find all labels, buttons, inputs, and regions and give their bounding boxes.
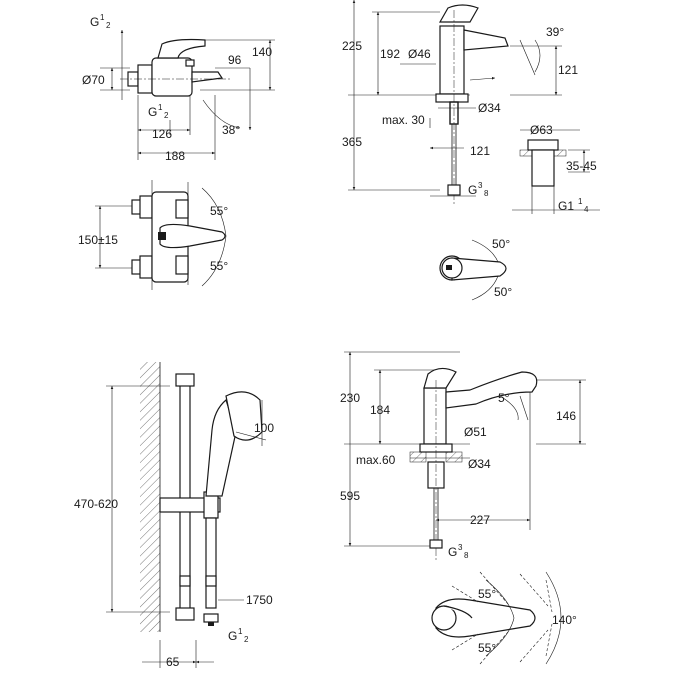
bath-spout-depth-label: 96 bbox=[228, 53, 242, 67]
svg-text:4: 4 bbox=[584, 205, 589, 214]
svg-text:1: 1 bbox=[158, 103, 163, 112]
bath-mixer-front-view: 150±15 55° 55° bbox=[78, 180, 228, 290]
svg-text:1: 1 bbox=[100, 13, 105, 22]
basin-spout-height-label: 121 bbox=[558, 63, 578, 77]
bath-rot-down-label: 55° bbox=[210, 259, 228, 273]
bath-centers-label: 126 bbox=[152, 127, 172, 141]
sink-body-height-label: 184 bbox=[370, 403, 390, 417]
sink-rot-down-label: 55° bbox=[478, 641, 496, 655]
bath-rot-up-label: 55° bbox=[210, 204, 228, 218]
bath-thread-in-label: G bbox=[90, 15, 99, 29]
basin-rot-down-label: 50° bbox=[494, 285, 512, 299]
bath-spacing-label: 150±15 bbox=[78, 233, 118, 247]
basin-hose-length-label: 365 bbox=[342, 135, 362, 149]
basin-angle-label: 39° bbox=[546, 25, 564, 39]
basin-hole-dia-label: Ø34 bbox=[478, 101, 501, 115]
waste-thread-label: G1 bbox=[558, 199, 574, 213]
bath-height-label: 140 bbox=[252, 45, 272, 59]
bath-angle-label: 38° bbox=[222, 123, 240, 137]
svg-text:8: 8 bbox=[484, 189, 489, 198]
sink-swivel-label: 140° bbox=[552, 613, 577, 627]
svg-text:1: 1 bbox=[238, 627, 243, 636]
svg-text:2: 2 bbox=[244, 635, 249, 644]
sink-total-height-label: 230 bbox=[340, 391, 360, 405]
head-dia-label: 100 bbox=[254, 421, 274, 435]
sink-angle-label: 5° bbox=[498, 391, 510, 405]
waste-dia-label: Ø63 bbox=[530, 123, 553, 137]
basin-spout-reach-label: 121 bbox=[470, 144, 490, 158]
bath-mixer-side-view: G 1 2 Ø70 G 1 2 140 96 38° 126 188 bbox=[82, 13, 275, 163]
basin-mixer-top-view: 50° 50° bbox=[439, 237, 512, 301]
basin-waste-detail: Ø63 35-45 G1 1 4 bbox=[512, 123, 600, 214]
sink-hose-thread-label: G bbox=[448, 545, 457, 559]
bath-dia-label: Ø70 bbox=[82, 73, 105, 87]
svg-text:8: 8 bbox=[464, 551, 469, 560]
basin-mixer-side-view: 225 192 Ø46 39° 121 Ø34 max. 30 365 121 … bbox=[342, 0, 578, 205]
basin-hose-thread-label: G bbox=[468, 183, 477, 197]
basin-total-height-label: 225 bbox=[342, 39, 362, 53]
sink-hole-dia-label: Ø34 bbox=[468, 457, 491, 471]
basin-body-height-label: 192 bbox=[380, 47, 400, 61]
svg-text:2: 2 bbox=[164, 111, 169, 120]
sink-spout-height-label: 146 bbox=[556, 409, 576, 423]
rail-range-label: 470-620 bbox=[74, 497, 118, 511]
sink-max-deck-label: max.60 bbox=[356, 453, 396, 467]
sink-spout-reach-label: 227 bbox=[470, 513, 490, 527]
rail-thread-label: G bbox=[228, 629, 237, 643]
svg-text:2: 2 bbox=[106, 21, 111, 30]
basin-rot-up-label: 50° bbox=[492, 237, 510, 251]
basin-max-deck-label: max. 30 bbox=[382, 113, 425, 127]
sink-mixer-side-view: 230 184 5° 146 Ø51 Ø34 max.60 595 227 G … bbox=[340, 351, 586, 560]
waste-range-label: 35-45 bbox=[566, 159, 597, 173]
shower-rail-set: 470-620 100 1750 G 1 2 65 bbox=[74, 362, 274, 669]
wall-dist-label: 65 bbox=[166, 655, 180, 669]
svg-text:3: 3 bbox=[478, 181, 483, 190]
bath-thread-out-label: G bbox=[148, 105, 157, 119]
svg-text:1: 1 bbox=[578, 197, 583, 206]
sink-mixer-top-view: 55° 55° 140° bbox=[431, 571, 577, 665]
bath-depth-label: 188 bbox=[165, 149, 185, 163]
sink-dia-label: Ø51 bbox=[464, 425, 487, 439]
svg-text:3: 3 bbox=[458, 543, 463, 552]
basin-dia-label: Ø46 bbox=[408, 47, 431, 61]
sink-rot-up-label: 55° bbox=[478, 587, 496, 601]
rail-hose-length-label: 1750 bbox=[246, 593, 273, 607]
sink-hose-length-label: 595 bbox=[340, 489, 360, 503]
